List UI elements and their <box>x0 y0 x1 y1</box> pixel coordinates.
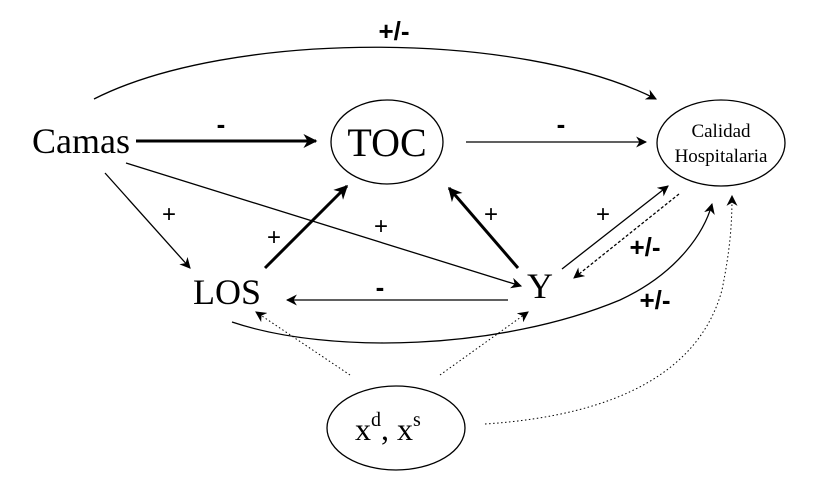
edge-x-los <box>255 311 351 376</box>
node-calidad: Calidad Hospitalaria <box>656 99 786 187</box>
sign-y-toc: + <box>484 201 498 228</box>
sign-camas-toc: - <box>217 109 226 139</box>
edge-x-calidad <box>484 194 738 425</box>
edge-y-toc <box>447 186 520 269</box>
edge-camas-y <box>125 162 523 289</box>
node-camas-label: Camas <box>32 121 130 161</box>
sign-los-toc: + <box>267 224 281 251</box>
sign-los-calidad: +/- <box>639 285 670 315</box>
edge-los-toc <box>263 184 349 270</box>
sign-y-los: - <box>376 272 385 302</box>
node-calidad-line1: Calidad <box>691 121 751 142</box>
sign-camas-los: + <box>162 201 176 228</box>
node-y-label: Y <box>527 266 553 306</box>
edge-camas-calidad <box>93 46 657 100</box>
sign-toc-calidad: - <box>557 109 566 139</box>
edge-x-y <box>439 311 529 376</box>
node-x-label: xd, xs <box>355 409 421 447</box>
node-y: Y <box>527 266 553 306</box>
node-calidad-line2: Hospitalaria <box>675 146 768 167</box>
sign-camas-calidad: +/- <box>378 16 409 46</box>
edge-camas-los <box>104 172 191 269</box>
sign-y-calidad: + <box>596 201 610 228</box>
edge-y-calidad <box>561 185 669 270</box>
edge-calidad-y <box>573 193 680 279</box>
node-toc-label: TOC <box>347 120 426 165</box>
node-x: xd, xs <box>326 385 466 471</box>
sign-calidad-y: +/- <box>629 232 660 262</box>
node-toc-ellipse <box>330 99 444 185</box>
node-camas: Camas <box>32 121 130 161</box>
sign-camas-y: + <box>374 213 388 240</box>
node-x-ellipse <box>326 385 466 471</box>
edge-los-calidad <box>231 202 715 344</box>
node-los-label: LOS <box>193 272 261 312</box>
node-los: LOS <box>193 272 261 312</box>
node-calidad-ellipse <box>656 99 786 187</box>
node-toc: TOC <box>330 99 444 185</box>
